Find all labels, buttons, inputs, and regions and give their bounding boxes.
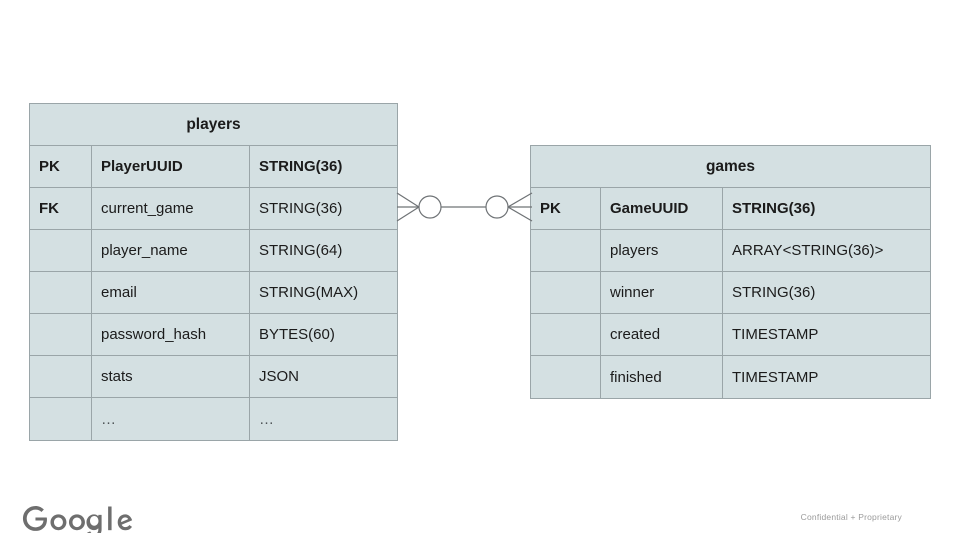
row-column-name: … (92, 398, 250, 440)
row-column-name: finished (601, 356, 723, 398)
row-key-flag: PK (30, 146, 92, 187)
row-column-name: email (92, 272, 250, 313)
row-column-type: STRING(36) (732, 200, 816, 217)
table-row[interactable]: winner STRING(36) (531, 272, 930, 314)
row-column-type: STRING(36) (259, 200, 343, 217)
row-key-flag (30, 314, 92, 355)
row-column-name: PlayerUUID (92, 146, 250, 187)
entity-table-players[interactable]: players PK PlayerUUID STRING(36) FK curr… (29, 103, 398, 441)
row-key-flag: PK (531, 188, 601, 229)
table-row[interactable]: finished TIMESTAMP (531, 356, 930, 398)
row-column-name: GameUUID (601, 188, 723, 229)
row-column-name: stats (92, 356, 250, 397)
entity-table-games[interactable]: games PK GameUUID STRING(36) players ARR… (530, 145, 931, 399)
row-key-flag: FK (30, 188, 92, 229)
confidentiality-note: Confidential + Proprietary (800, 512, 902, 522)
row-column-type: STRING(36) (259, 158, 343, 175)
row-column-type: … (259, 410, 276, 428)
table-row[interactable]: stats JSON (30, 356, 397, 398)
table-row[interactable]: created TIMESTAMP (531, 314, 930, 356)
google-logo (20, 503, 140, 538)
row-column-name: players (601, 230, 723, 271)
row-key-flag (531, 314, 601, 355)
relationship-connector[interactable] (390, 180, 540, 236)
table-row[interactable]: PK PlayerUUID STRING(36) (30, 146, 397, 188)
table-row[interactable]: password_hash BYTES(60) (30, 314, 397, 356)
row-column-type: ARRAY<STRING(36)> (732, 242, 884, 259)
row-column-type: STRING(64) (259, 242, 343, 259)
google-wordmark-icon (22, 506, 133, 538)
entity-title-games: games (531, 146, 930, 188)
table-row[interactable]: PK GameUUID STRING(36) (531, 188, 930, 230)
row-column-type: STRING(MAX) (259, 284, 359, 301)
row-key-flag (30, 356, 92, 397)
row-column-name: current_game (92, 188, 250, 229)
row-column-name: created (601, 314, 723, 355)
table-row[interactable]: … … (30, 398, 397, 440)
table-row[interactable]: players ARRAY<STRING(36)> (531, 230, 930, 272)
row-key-flag (30, 230, 92, 271)
table-row[interactable]: player_name STRING(64) (30, 230, 397, 272)
row-key-flag (531, 230, 601, 271)
row-column-type: TIMESTAMP (732, 326, 819, 343)
entity-title-players: players (30, 104, 397, 146)
table-row[interactable]: email STRING(MAX) (30, 272, 397, 314)
row-column-name: winner (601, 272, 723, 313)
row-column-name: password_hash (92, 314, 250, 355)
row-key-flag (30, 272, 92, 313)
table-row[interactable]: FK current_game STRING(36) (30, 188, 397, 230)
row-key-flag (531, 356, 601, 398)
row-column-name: player_name (92, 230, 250, 271)
row-column-type: BYTES(60) (259, 326, 335, 343)
row-column-type: STRING(36) (732, 284, 816, 301)
row-key-flag (531, 272, 601, 313)
row-key-flag (30, 398, 92, 440)
row-column-type: JSON (259, 368, 300, 385)
crows-foot-connector-icon (396, 192, 533, 222)
row-column-type: TIMESTAMP (732, 368, 819, 386)
